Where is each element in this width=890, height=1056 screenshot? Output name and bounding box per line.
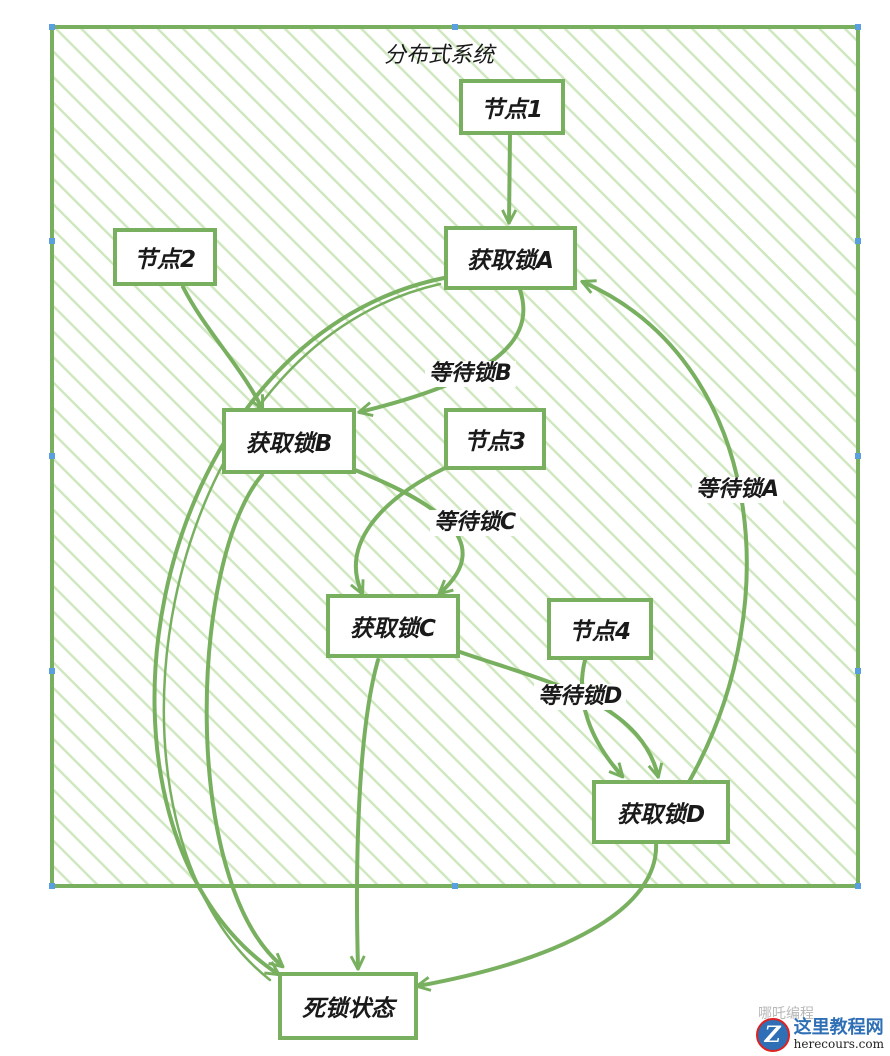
site-logo-icon: Z (755, 1018, 790, 1052)
site-watermark: Z 这里教程网 herecours.com (755, 1017, 884, 1052)
edge-label-wait-d: 等待锁D (534, 684, 627, 710)
edge-label-wait-c: 等待锁C (430, 510, 521, 536)
site-url: herecours.com (793, 1037, 884, 1052)
edge-lockb-deadlock (204, 473, 282, 966)
node-lock-c-label: 获取锁C (350, 616, 436, 642)
edge-node3-lockc (356, 466, 447, 593)
node-lock-c: 获取锁C (326, 594, 460, 658)
node-lock-d-label: 获取锁D (616, 802, 706, 828)
edge-label-wait-b: 等待锁B (425, 361, 516, 387)
edge-node4-lockd (580, 658, 622, 776)
node-4: 节点4 (547, 598, 653, 660)
group-title: 分布式系统 (384, 43, 495, 68)
node-lock-a-label: 获取锁A (467, 248, 554, 274)
node-deadlock-label: 死锁状态 (302, 996, 394, 1022)
node-1: 节点1 (459, 79, 565, 135)
node-lock-d: 获取锁D (592, 780, 730, 844)
node-4-label: 节点4 (568, 619, 631, 645)
node-2-label: 节点2 (133, 247, 196, 273)
node-lock-b-label: 获取锁B (245, 431, 333, 457)
node-3: 节点3 (444, 408, 546, 470)
node-3-label: 节点3 (463, 429, 526, 455)
node-deadlock: 死锁状态 (278, 972, 418, 1040)
edge-node2-lockb (181, 285, 262, 408)
edge-locka-deadlock-sketch (162, 282, 442, 982)
node-1-label: 节点1 (480, 97, 543, 123)
edge-node1-locka (509, 132, 510, 222)
site-name: 这里教程网 (793, 1017, 884, 1039)
edge-lockd-deadlock (418, 840, 659, 986)
node-lock-a: 获取锁A (444, 226, 577, 290)
edge-label-wait-a: 等待锁A (692, 477, 784, 503)
selection-handles (49, 24, 861, 889)
node-lock-b: 获取锁B (222, 408, 356, 474)
edge-lockc-deadlock (357, 658, 380, 968)
node-2: 节点2 (113, 228, 217, 286)
